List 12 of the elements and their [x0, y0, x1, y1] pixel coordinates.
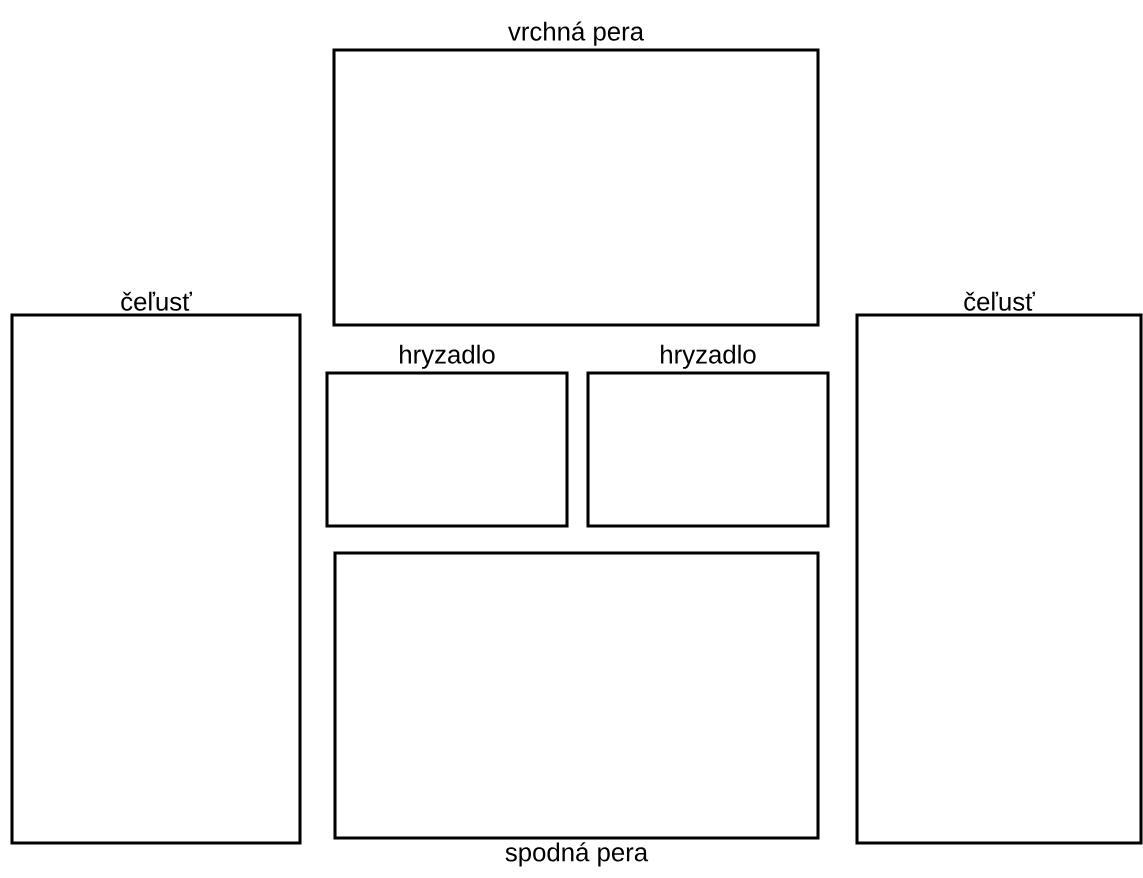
node-label: čeľusť: [964, 291, 1036, 311]
node-label: čeľusť: [121, 291, 193, 311]
node-label: spodná pera: [505, 842, 649, 867]
node-label: hryzadlo: [400, 344, 495, 369]
node-label: hryzadlo: [661, 344, 756, 369]
labelled-box: vrchná pera: [332, 21, 820, 327]
node-label: vrchná pera: [508, 21, 645, 46]
labelled-box: hryzadlo: [586, 344, 830, 528]
labelled-box: spodná pera: [333, 551, 820, 867]
labelled-box: čeľusť: [855, 291, 1143, 845]
labelled-box: hryzadlo: [325, 344, 569, 528]
labelled-box: čeľusť: [10, 291, 302, 845]
